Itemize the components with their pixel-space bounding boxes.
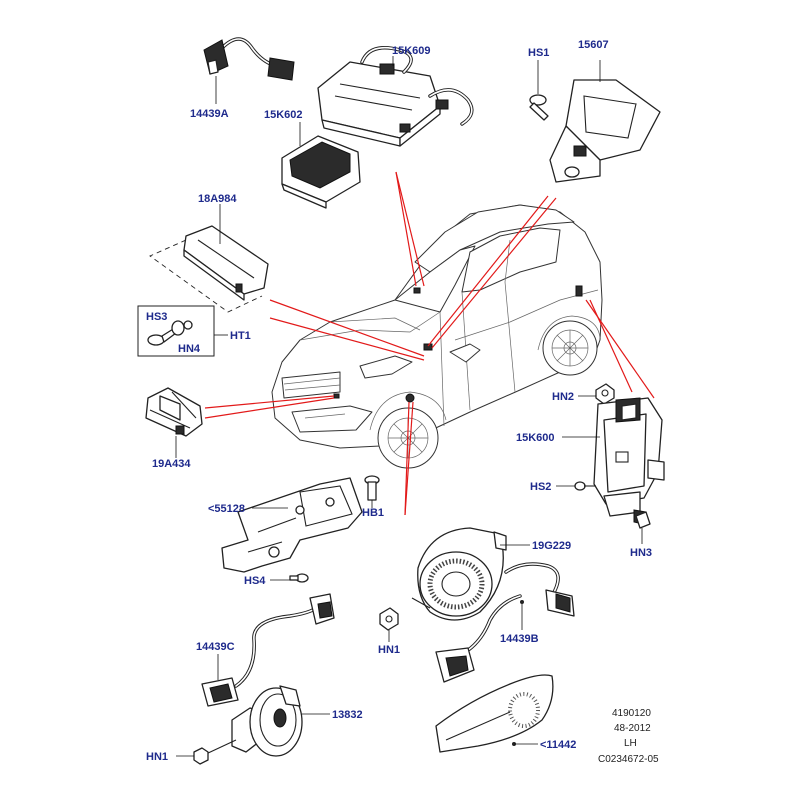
label-13832: 13832 bbox=[332, 709, 363, 721]
reference-line-2: 48-2012 bbox=[614, 723, 651, 734]
label-18A984: 18A984 bbox=[198, 193, 237, 205]
label-15K602: 15K602 bbox=[264, 109, 303, 121]
part-HT1-fixing-kit bbox=[137, 305, 228, 357]
part-HN3-clip bbox=[635, 511, 651, 544]
label-15K600: 15K600 bbox=[516, 432, 555, 444]
reference-line-4: C0234672-05 bbox=[598, 754, 659, 765]
label-15607: 15607 bbox=[578, 39, 609, 51]
part-55128-bracket bbox=[221, 477, 363, 573]
label-HS4: HS4 bbox=[244, 575, 266, 587]
vehicle-outline bbox=[271, 204, 603, 469]
reference-block: 4190120 48-2012 LH C0234672-05 bbox=[598, 708, 659, 765]
part-18A984-bracket bbox=[149, 204, 269, 313]
reference-line-3: LH bbox=[624, 738, 637, 749]
label-HN4: HN4 bbox=[178, 343, 201, 355]
part-15K600-module bbox=[562, 397, 665, 525]
part-19G229-siren bbox=[411, 527, 530, 621]
part-11442-liner bbox=[435, 674, 554, 753]
location-pointers bbox=[204, 171, 655, 516]
label-14439A: 14439A bbox=[190, 108, 229, 120]
part-15K602-module bbox=[281, 122, 361, 209]
label-HB1: HB1 bbox=[362, 507, 384, 519]
label-HT1: HT1 bbox=[230, 330, 251, 342]
label-11442: <11442 bbox=[540, 739, 576, 751]
label-14439C: 14439C bbox=[196, 641, 235, 653]
label-HN1-siren: HN1 bbox=[378, 644, 400, 656]
part-15607-module bbox=[549, 60, 661, 183]
label-14439B: 14439B bbox=[500, 633, 539, 645]
part-14439A-harness bbox=[203, 37, 295, 104]
label-HN3: HN3 bbox=[630, 547, 652, 559]
part-15K609-module bbox=[317, 46, 474, 147]
label-HS3: HS3 bbox=[146, 311, 167, 323]
part-14439C-harness bbox=[201, 593, 335, 707]
label-HS1: HS1 bbox=[528, 47, 549, 59]
part-13832-horn bbox=[205, 685, 330, 757]
part-HN2-nut bbox=[578, 383, 615, 405]
part-HS1-screw bbox=[529, 60, 549, 121]
part-14439B-harness bbox=[435, 562, 575, 683]
label-HN1-horn: HN1 bbox=[146, 751, 168, 763]
part-HB1-bolt bbox=[364, 475, 380, 508]
part-labels: 14439A 15K609 HS1 15607 15K602 18A984 HS… bbox=[146, 39, 652, 763]
part-19A434-bracket bbox=[145, 387, 203, 458]
reference-line-1: 4190120 bbox=[612, 708, 651, 719]
label-55128: <55128 bbox=[208, 503, 245, 515]
label-19G229: 19G229 bbox=[532, 540, 571, 552]
part-HS4-screw bbox=[270, 573, 309, 583]
part-HS2-screw bbox=[556, 481, 596, 491]
label-HN2: HN2 bbox=[552, 391, 574, 403]
part-HN1-nut-horn bbox=[176, 747, 209, 765]
label-15K609: 15K609 bbox=[392, 45, 431, 57]
label-HS2: HS2 bbox=[530, 481, 551, 493]
label-19A434: 19A434 bbox=[152, 458, 191, 470]
part-HN1-nut-siren bbox=[379, 607, 399, 642]
